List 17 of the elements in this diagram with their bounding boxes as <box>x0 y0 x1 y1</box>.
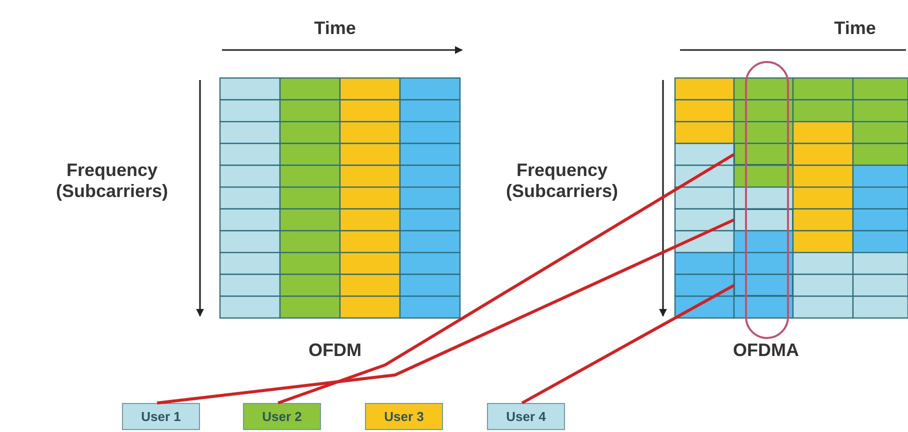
user-key <box>487 403 565 430</box>
user-key <box>365 403 443 430</box>
user-label: User 1 <box>141 409 181 424</box>
user-label: User 4 <box>506 409 546 424</box>
user-label: User 3 <box>384 409 424 424</box>
user-key <box>243 403 321 430</box>
user-key <box>122 403 200 430</box>
axis-label: Time <box>313 18 357 39</box>
leader-line <box>278 153 735 404</box>
resource-block <box>734 274 793 296</box>
axis-label: Frequency (Subcarriers) <box>54 160 170 202</box>
user-label: User 2 <box>262 409 302 424</box>
grid-title: OFDM <box>308 340 362 361</box>
grid-title: OFDMA <box>732 340 800 361</box>
axis-label: Time <box>833 18 877 39</box>
resource-block <box>734 143 793 166</box>
axis-label: Frequency (Subcarriers) <box>504 160 620 202</box>
